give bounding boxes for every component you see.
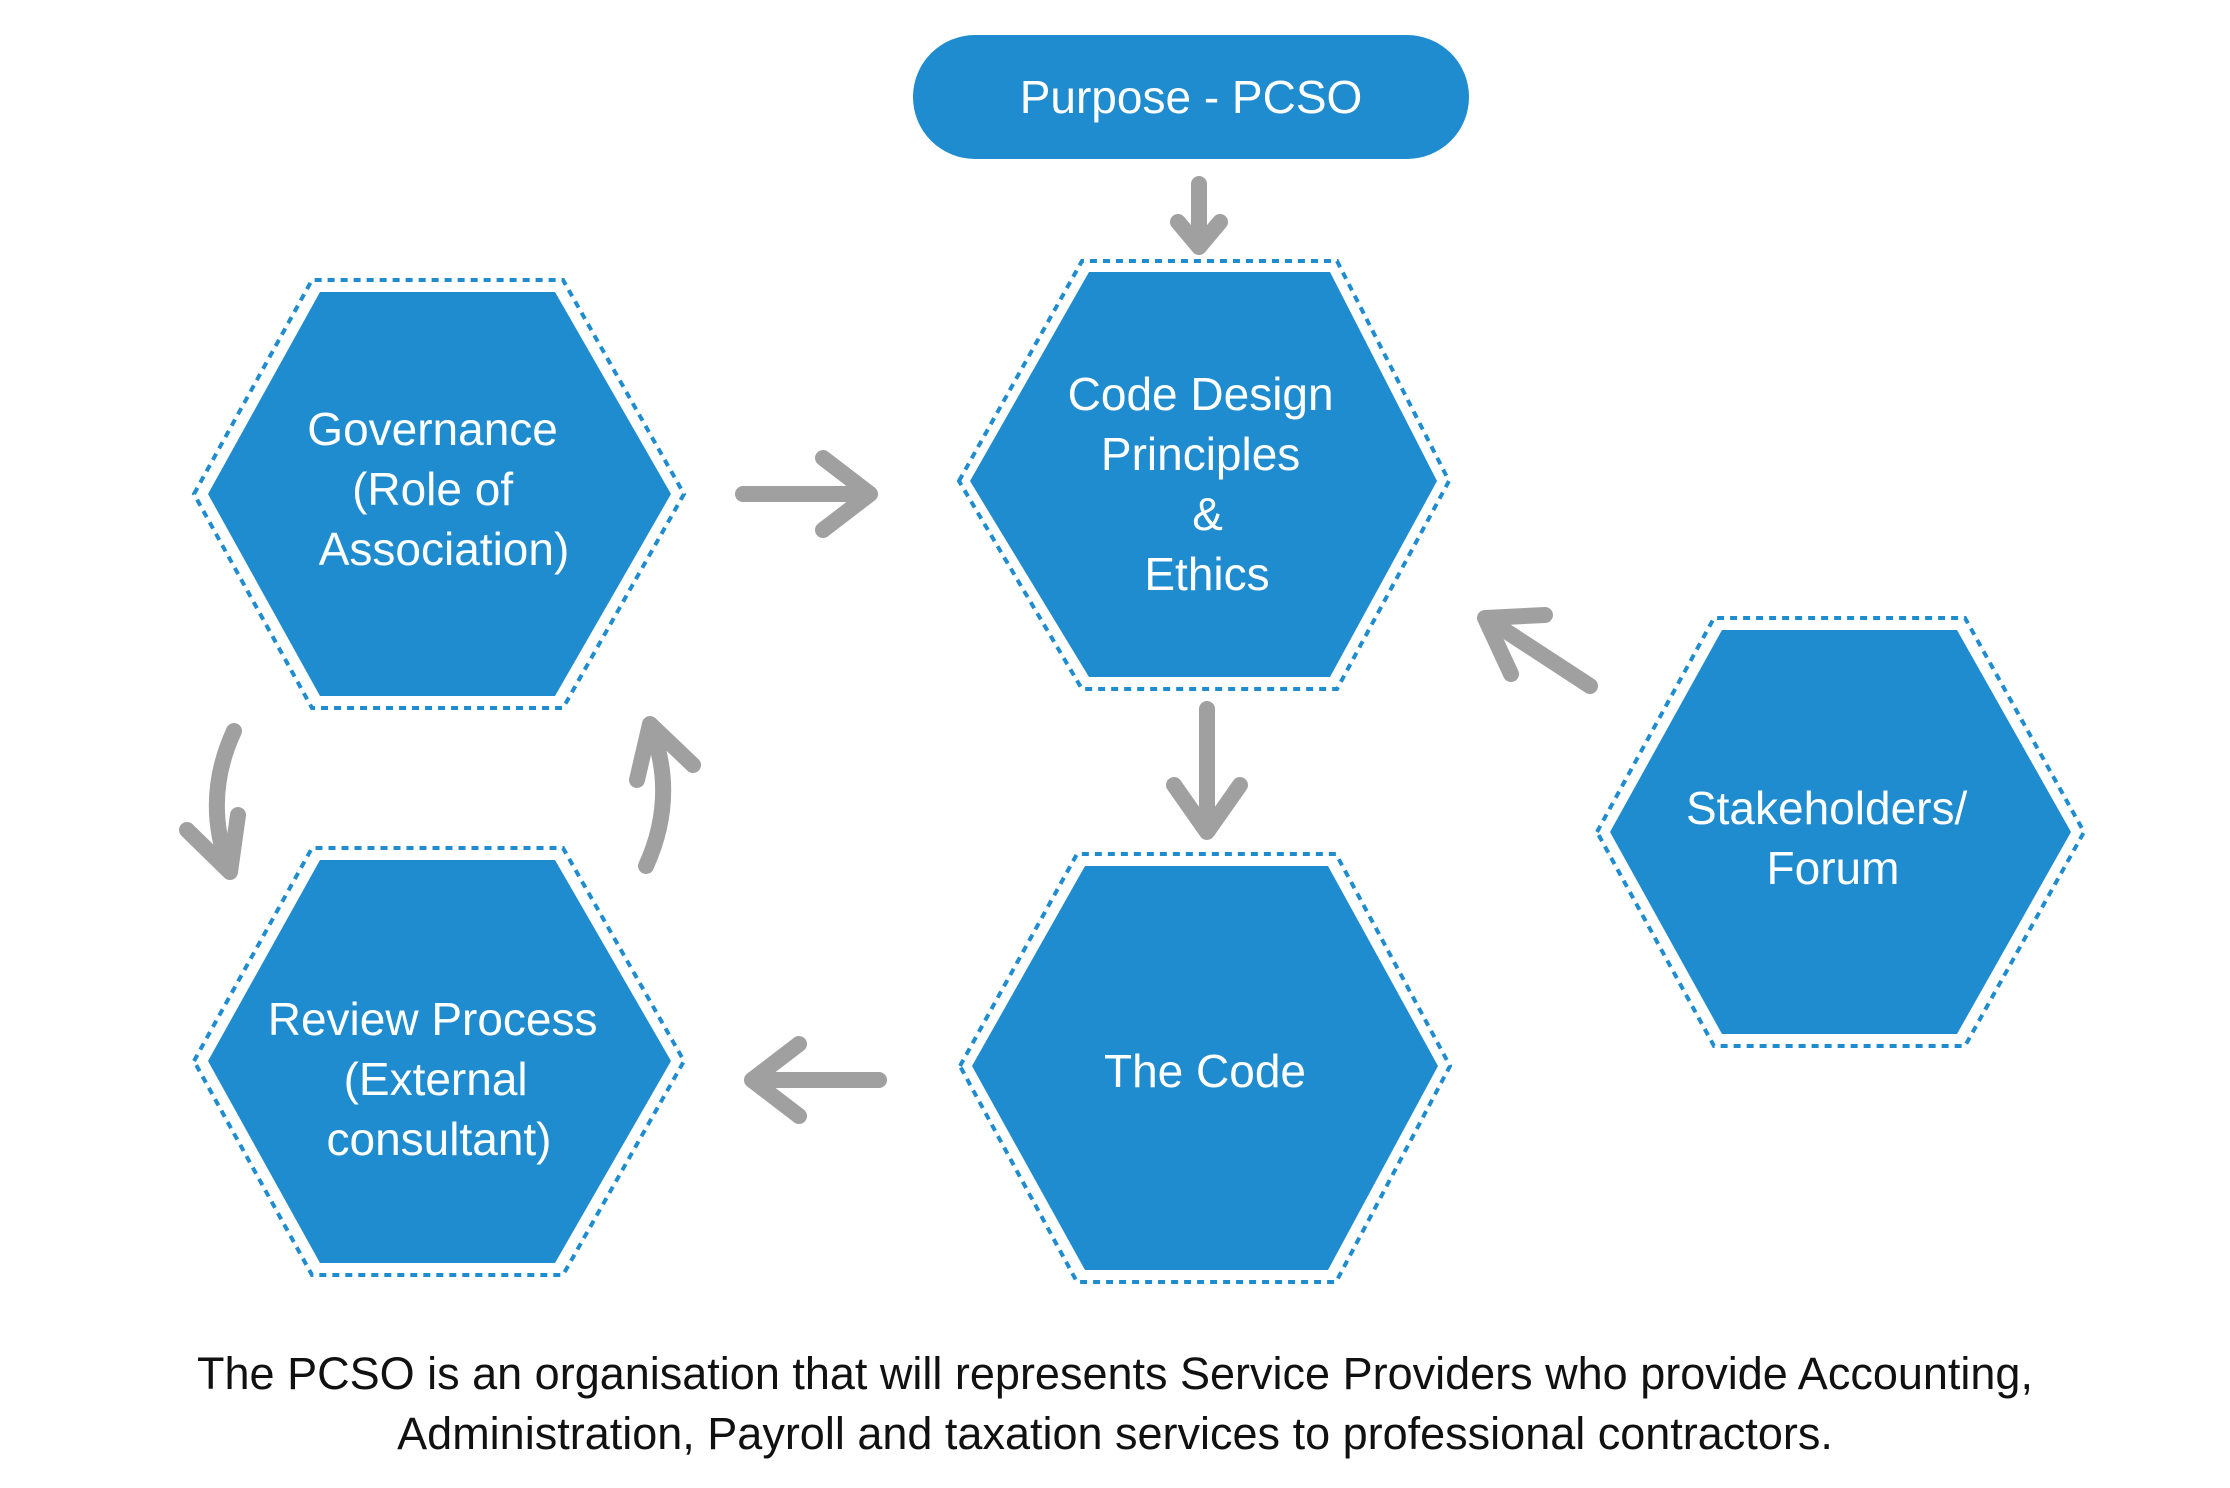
- arrow-review-gov-shaft: [638, 722, 672, 874]
- review-process-dotted-outline: [191, 846, 687, 1277]
- governance-hexagon: [208, 292, 671, 696]
- caption: The PCSO is an organisation that will re…: [197, 1348, 2033, 1459]
- arrow-purpose-to-code-design: [1170, 176, 1228, 255]
- arrow-the-code-to-review: [744, 1036, 887, 1124]
- arrow-stakeholders-shaft: [1481, 612, 1598, 694]
- purpose-node: Purpose - PCSO: [913, 35, 1469, 159]
- governance-dotted-outline: [191, 278, 687, 710]
- governance-label: Governance (Role of Association): [307, 403, 570, 575]
- arrow-governance-to-code-design: [735, 450, 878, 538]
- the-code-hexagon: [972, 866, 1438, 1270]
- arrow-governance-head: [815, 450, 878, 538]
- arrow-code-design-to-the-code: [1166, 701, 1248, 840]
- arrow-gov-review-shaft: [208, 723, 242, 874]
- stakeholders-dotted-outline: [1594, 616, 2087, 1048]
- arrow-review-to-governance: [629, 716, 701, 874]
- the-code-node: The Code: [957, 852, 1453, 1284]
- review-process-hexagon: [208, 860, 671, 1263]
- purpose-label: Purpose - PCSO: [1020, 71, 1363, 123]
- arrow-stakeholders-head: [1477, 607, 1553, 682]
- review-process-label: Review Process (External consultant): [268, 993, 611, 1165]
- arrow-review-gov-head: [629, 716, 701, 788]
- code-design-node: Code Design Principles & Ethics: [956, 259, 1452, 691]
- arrow-the-code-head: [744, 1036, 807, 1124]
- arrow-purpose-head: [1170, 214, 1228, 255]
- code-design-label: Code Design Principles & Ethics: [1068, 368, 1347, 600]
- caption-line-2: Administration, Payroll and taxation ser…: [397, 1408, 1833, 1459]
- stakeholders-label: Stakeholders/ Forum: [1686, 782, 1980, 894]
- arrow-stakeholders-to-code-design: [1477, 607, 1598, 694]
- governance-node: Governance (Role of Association): [191, 278, 687, 710]
- code-design-dotted-outline: [956, 259, 1452, 691]
- arrow-gov-review-head: [179, 807, 246, 880]
- stakeholders-node: Stakeholders/ Forum: [1594, 616, 2087, 1048]
- caption-line-1: The PCSO is an organisation that will re…: [197, 1348, 2033, 1399]
- stakeholders-hexagon: [1610, 630, 2071, 1034]
- the-code-dotted-outline: [957, 852, 1453, 1284]
- purpose-pill: [913, 35, 1469, 159]
- the-code-label: The Code: [1104, 1045, 1306, 1097]
- review-process-node: Review Process (External consultant): [191, 846, 687, 1277]
- arrow-code-design-head: [1166, 777, 1248, 840]
- arrow-governance-to-review: [179, 723, 246, 880]
- code-design-hexagon: [970, 272, 1437, 677]
